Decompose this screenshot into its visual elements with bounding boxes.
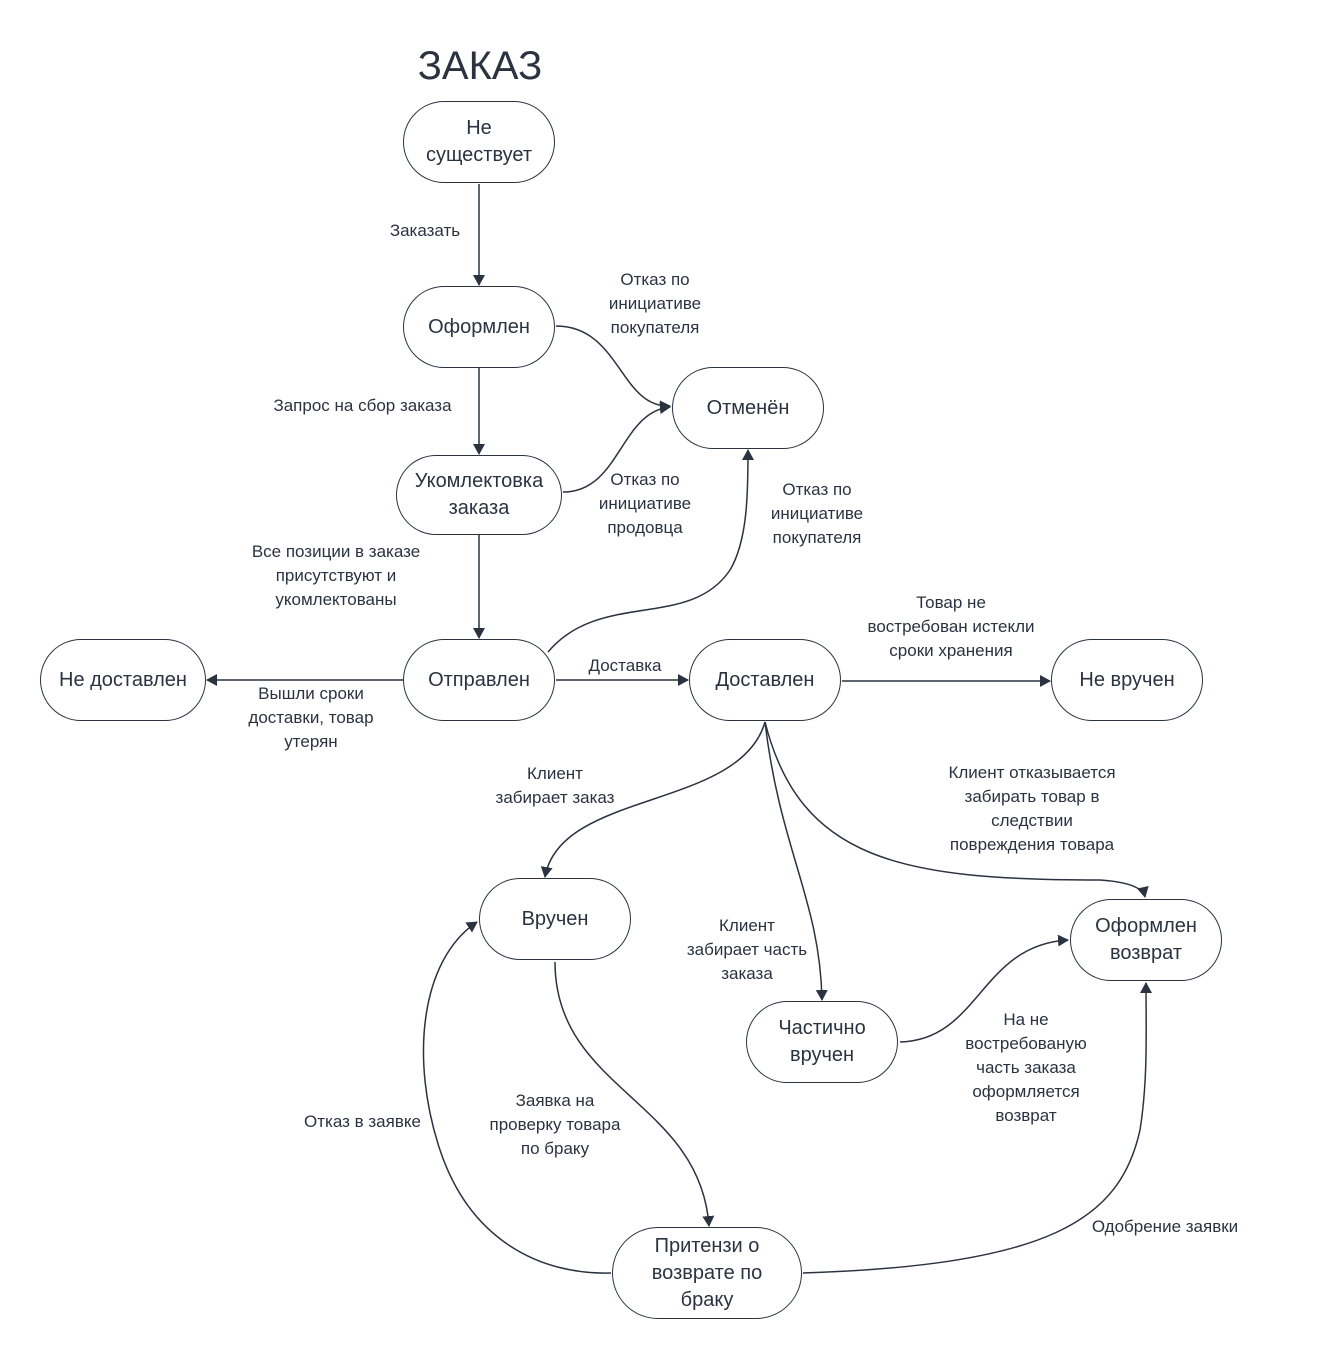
label-claim-rejected: Отказ в заявке: [304, 1112, 421, 1131]
state-placed: Оформлен: [403, 286, 555, 368]
edge-placed-cancelled: [555, 325, 671, 413]
label-claim-approved: Одобрение заявки: [1091, 1217, 1239, 1236]
state-not-delivered: Не доставлен: [40, 639, 206, 721]
label-all-present: Все позиции в заказе присутствуют и уком…: [251, 542, 421, 609]
state-assembly: Укомлектовка заказа: [396, 455, 562, 535]
edge-claim-rejected: [422, 921, 612, 1274]
edge-client-takes: [540, 721, 766, 878]
label-lost: Вышли сроки доставки, товар утерян: [248, 684, 374, 751]
state-defect-claim: Притензи о возврате по браку: [612, 1227, 802, 1319]
diagram-title: ЗАКАЗ: [417, 44, 543, 88]
edge-partial-return: [899, 934, 1069, 1043]
edge-client-takes-part: [764, 721, 828, 1001]
state-shipped: Отправлен: [403, 639, 555, 721]
label-seller-cancel: Отказ по инициативе продовца: [598, 470, 692, 537]
state-not-handed: Не вручен: [1051, 639, 1203, 721]
edge-shipped-cancelled: [547, 449, 754, 653]
edge-assembly-cancelled: [562, 402, 671, 493]
state-return-placed: Оформлен возврат: [1070, 899, 1222, 981]
state-cancelled: Отменён: [672, 367, 824, 449]
label-defect-check-request: Заявка на проверку товара по браку: [489, 1091, 621, 1158]
label-buyer-cancel-1: Отказ по инициативе покупателя: [608, 270, 702, 337]
label-not-claimed: Товар не востребован истекли сроки хране…: [867, 593, 1035, 660]
label-client-refuses: Клиент отказывается забирать товар в сле…: [948, 763, 1116, 854]
edge-defect-request: [554, 961, 715, 1227]
label-client-takes: Клиент забирает заказ: [495, 764, 615, 807]
label-assembly-request: Запрос на сбор заказа: [273, 396, 452, 415]
label-buyer-cancel-2: Отказ по инициативе покупателя: [770, 480, 864, 547]
edge-client-refuses: [764, 721, 1149, 898]
state-delivered: Доставлен: [689, 639, 841, 721]
label-unclaimed-part-return: На не востребованую часть заказа оформля…: [965, 1010, 1087, 1125]
label-client-takes-part: Клиент забирает часть заказа: [686, 916, 808, 983]
state-partially-handed: Частично вручен: [746, 1001, 898, 1083]
label-delivery: Доставка: [588, 656, 662, 675]
state-handed: Вручен: [479, 878, 631, 960]
state-not-exists: Не существует: [403, 101, 555, 183]
edge-claim-approved: [802, 982, 1153, 1274]
label-order: Заказать: [389, 221, 461, 240]
